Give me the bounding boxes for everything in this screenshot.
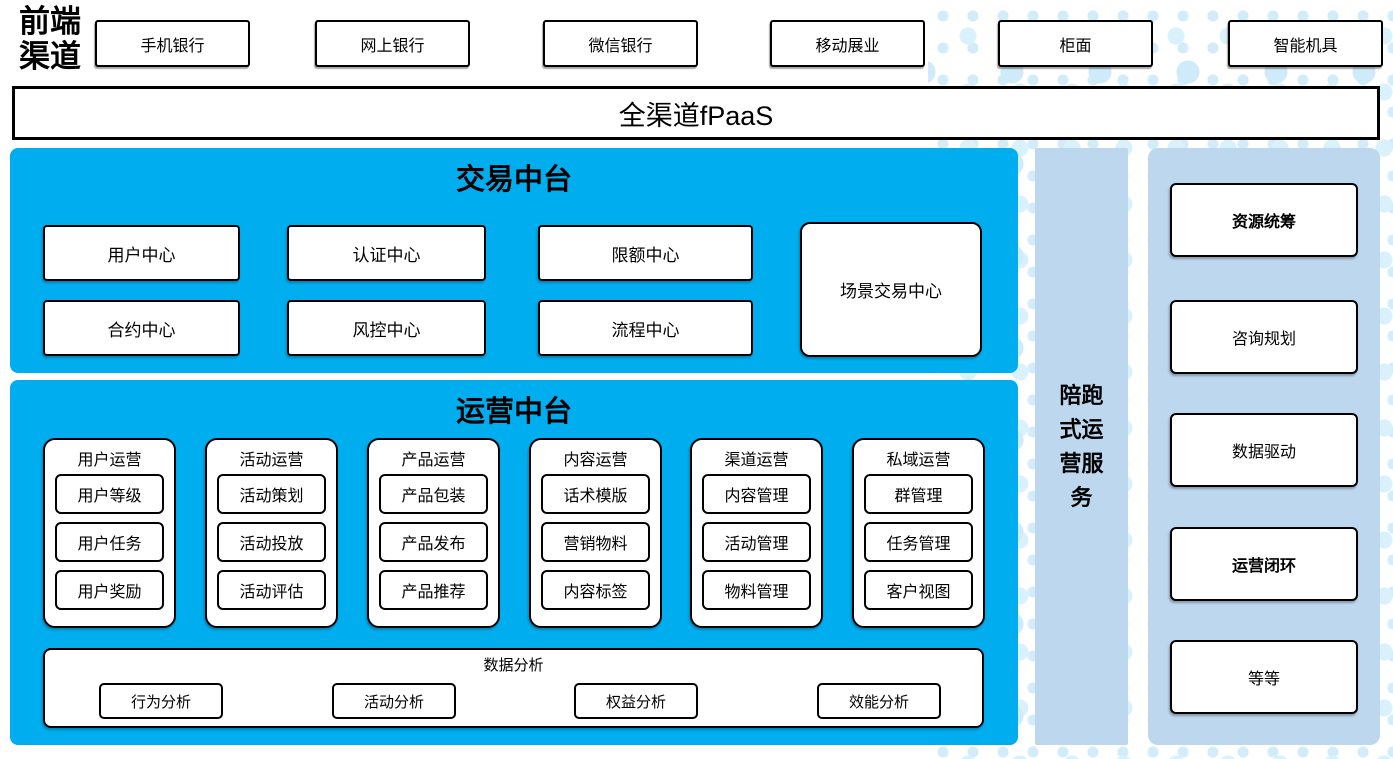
channel-mobile-outreach: 移动展业 [770,20,925,67]
op-item: 用户等级 [55,474,164,514]
op-item: 用户任务 [55,522,164,562]
benefit-analysis-box: 权益分析 [574,683,698,719]
data-analysis-strip: 数据分析 行为分析 活动分析 权益分析 效能分析 [43,648,984,728]
op-column-channel-title: 渠道运营 [724,452,789,469]
op-column-activity-title: 活动运营 [239,452,304,469]
op-column-content: 内容运营 话术模版 营销物料 内容标签 [529,438,662,628]
op-item: 活动策划 [217,474,326,514]
data-driven-box: 数据驱动 [1170,413,1358,487]
op-item: 群管理 [864,474,973,514]
operation-loop-box: 运营闭环 [1170,527,1358,601]
op-item: 用户奖励 [55,570,164,610]
scene-transaction-center-box: 场景交易中心 [800,222,982,357]
op-column-private-domain-title: 私域运营 [886,452,951,469]
op-item: 活动评估 [217,570,326,610]
op-item: 营销物料 [541,522,650,562]
op-column-product-title: 产品运营 [401,452,466,469]
op-column-product: 产品运营 产品包装 产品发布 产品推荐 [367,438,500,628]
risk-center-box: 风控中心 [287,300,486,356]
channel-online-banking: 网上银行 [315,20,470,67]
op-column-activity: 活动运营 活动策划 活动投放 活动评估 [205,438,338,628]
op-column-user-title: 用户运营 [77,452,142,469]
op-item: 物料管理 [702,570,811,610]
op-item: 内容管理 [702,474,811,514]
channel-counter: 柜面 [998,20,1153,67]
op-column-channel: 渠道运营 内容管理 活动管理 物料管理 [690,438,823,628]
user-center-box: 用户中心 [43,225,240,281]
op-column-content-title: 内容运营 [563,452,628,469]
op-item: 内容标签 [541,570,650,610]
front-channel-label: 前端 渠道 [4,4,96,74]
transaction-platform-section: 交易中台 用户中心 认证中心 限额中心 合约中心 风控中心 流程中心 场景交易中… [10,148,1018,373]
etc-box: 等等 [1170,640,1358,714]
op-item: 产品包装 [379,474,488,514]
front-channel-label-line2: 渠道 [19,39,81,74]
accompanying-service-bar: 陪跑式运营服务 [1035,148,1128,745]
op-item: 活动管理 [702,522,811,562]
behavior-analysis-box: 行为分析 [99,683,223,719]
op-item: 客户视图 [864,570,973,610]
service-feature-panel: 资源统筹 咨询规划 数据驱动 运营闭环 等等 [1148,148,1380,745]
limit-center-box: 限额中心 [538,225,753,281]
transaction-platform-title: 交易中台 [455,164,572,196]
auth-center-box: 认证中心 [287,225,486,281]
front-channel-label-line1: 前端 [19,4,81,39]
op-item: 活动投放 [217,522,326,562]
op-item: 产品发布 [379,522,488,562]
process-center-box: 流程中心 [538,300,753,356]
consulting-planning-box: 咨询规划 [1170,300,1358,374]
channel-mobile-banking: 手机银行 [95,20,250,67]
channel-smart-devices: 智能机具 [1228,20,1383,67]
op-item: 产品推荐 [379,570,488,610]
operation-platform-title: 运营中台 [455,396,572,428]
contract-center-box: 合约中心 [43,300,240,356]
channel-wechat-banking: 微信银行 [543,20,698,67]
op-column-private-domain: 私域运营 群管理 任务管理 客户视图 [852,438,985,628]
data-analysis-title: 数据分析 [483,657,544,674]
operation-platform-section: 运营中台 用户运营 用户等级 用户任务 用户奖励 活动运营 活动策划 活动投放 … [10,380,1018,745]
activity-analysis-box: 活动分析 [332,683,456,719]
op-item: 话术模版 [541,474,650,514]
op-column-user: 用户运营 用户等级 用户任务 用户奖励 [43,438,176,628]
resource-coordination-box: 资源统筹 [1170,183,1358,257]
efficiency-analysis-box: 效能分析 [817,683,941,719]
op-item: 任务管理 [864,522,973,562]
fpaas-bar: 全渠道fPaaS [12,86,1380,140]
accompanying-service-label: 陪跑式运营服务 [1059,382,1104,510]
